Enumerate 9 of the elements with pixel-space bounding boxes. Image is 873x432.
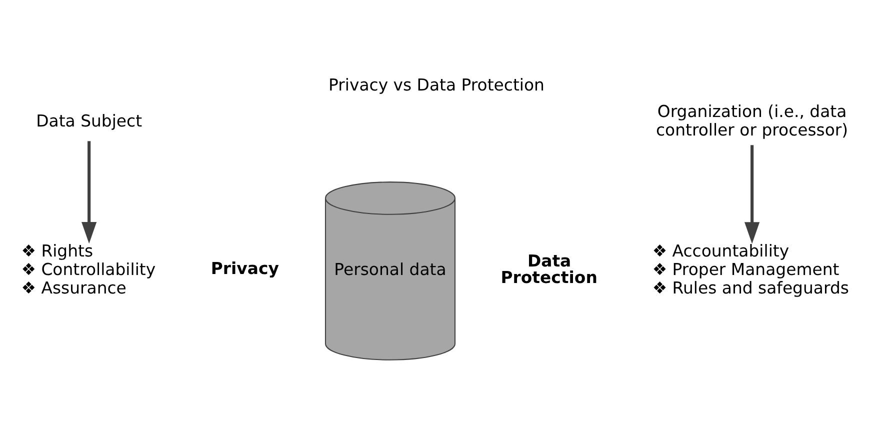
arrow bbox=[744, 144, 760, 244]
node-text: Organization (i.e., data controller or processor) bbox=[656, 102, 848, 140]
diagram-title: Privacy vs Data Protection bbox=[328, 74, 544, 94]
node-text: ❖ Rights ❖ Controllability ❖ Assurance bbox=[21, 240, 156, 297]
label: Privacy bbox=[210, 258, 279, 278]
arrow bbox=[82, 140, 97, 244]
node-text: ❖ Accountability ❖ Proper Management ❖ Rules and safeguards bbox=[652, 240, 849, 297]
label: Data Protection bbox=[500, 251, 598, 287]
node-text: Data Subject bbox=[36, 110, 142, 130]
